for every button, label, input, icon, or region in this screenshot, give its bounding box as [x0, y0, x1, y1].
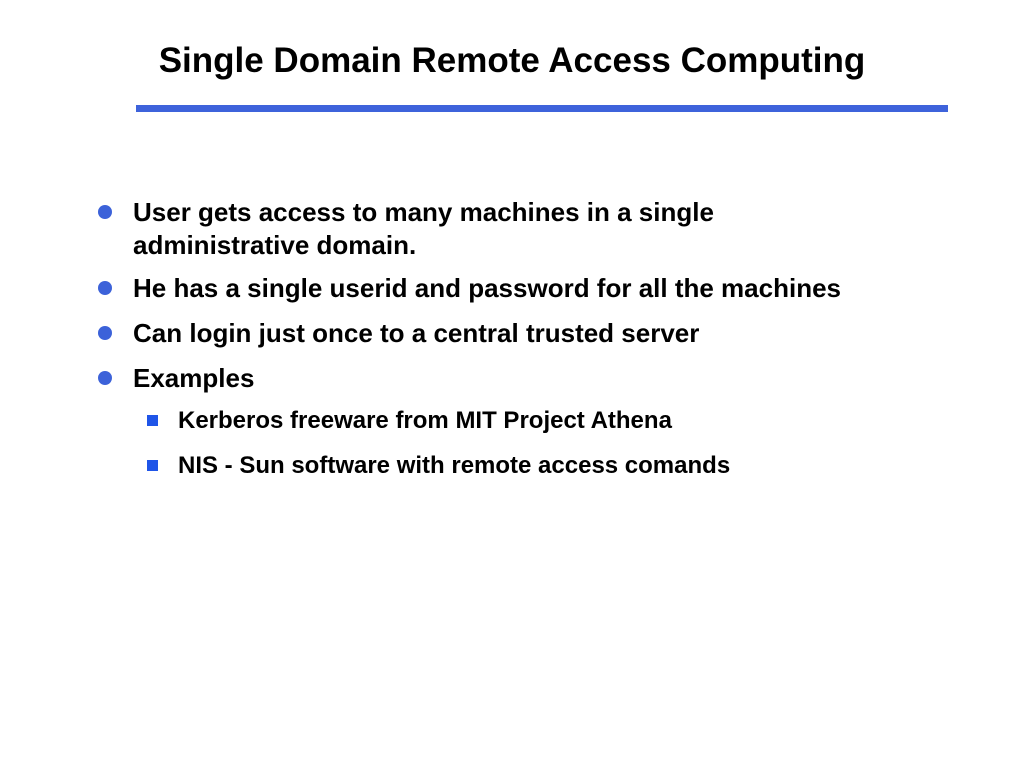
title-underline-rule — [136, 105, 948, 112]
bullet-marker-cell — [98, 196, 133, 219]
sub-bullet-text: NIS - Sun software with remote access co… — [178, 452, 731, 479]
bullet-text: He has a single userid and password for … — [133, 273, 841, 303]
bullet-marker-cell — [98, 362, 133, 385]
square-bullet-icon — [147, 415, 158, 426]
bullet-item: Can login just once to a central trusted… — [98, 317, 699, 350]
bullet-marker-cell — [147, 404, 178, 426]
bullet-item: He has a single userid and password for … — [98, 272, 841, 305]
sub-bullet-item: NIS - Sun software with remote access co… — [147, 449, 730, 482]
bullet-marker-cell — [98, 317, 133, 340]
circle-bullet-icon — [98, 281, 112, 295]
bullet-text: Can login just once to a central trusted… — [133, 318, 700, 348]
bullet-item: User gets access to many machines in a s… — [98, 196, 803, 262]
circle-bullet-icon — [98, 371, 112, 385]
sub-bullet-text: Kerberos freeware from MIT Project Athen… — [178, 407, 672, 434]
bullet-text: User gets access to many machines in a s… — [133, 197, 714, 260]
circle-bullet-icon — [98, 326, 112, 340]
square-bullet-icon — [147, 460, 158, 471]
bullet-text: Examples — [133, 363, 255, 393]
circle-bullet-icon — [98, 205, 112, 219]
bullet-item: Examples — [98, 362, 254, 395]
bullet-marker-cell — [147, 449, 178, 471]
sub-bullet-item: Kerberos freeware from MIT Project Athen… — [147, 404, 672, 437]
slide-title: Single Domain Remote Access Computing — [158, 41, 866, 80]
bullet-marker-cell — [98, 272, 133, 295]
